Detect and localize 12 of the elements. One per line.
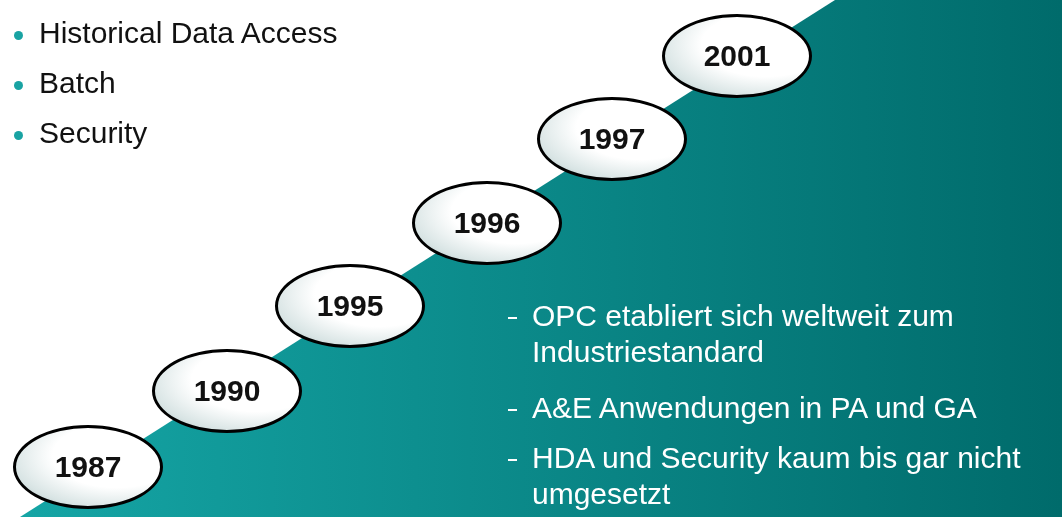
year-label: 1987 — [54, 450, 122, 484]
note-text: A&E Anwendungen in PA und GA — [532, 390, 978, 426]
bullet-item: Security — [39, 116, 148, 150]
year-label: 1995 — [316, 289, 384, 323]
year-label: 1990 — [193, 374, 261, 408]
year-label: 1996 — [453, 206, 521, 240]
bullet-item: Batch — [39, 66, 116, 100]
bullet-item: Historical Data Access — [39, 16, 338, 50]
note-text: OPC etabliert sich weltweit zum Industriestandard — [532, 298, 955, 370]
note-text: HDA und Security kaum bis gar nicht umgesetzt — [532, 440, 1022, 512]
year-label: 1997 — [578, 122, 646, 156]
year-label: 2001 — [703, 39, 771, 73]
